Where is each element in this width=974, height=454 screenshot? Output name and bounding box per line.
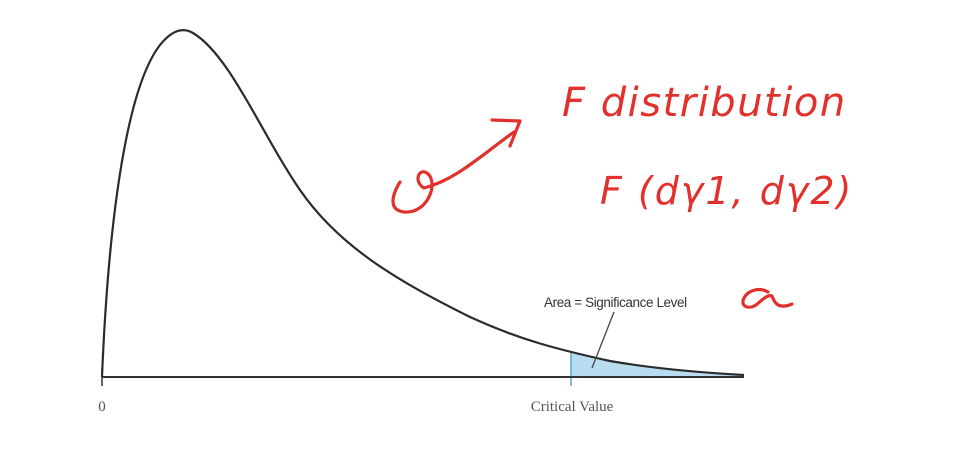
origin-label: 0: [98, 399, 106, 415]
area-label-pointer: [591, 311, 615, 369]
significance-area-label: Area = Significance Level: [544, 295, 687, 310]
hand-alpha-symbol: [741, 287, 794, 309]
hand-formula: F (dγ1, dγ2): [600, 169, 853, 213]
hand-arrow: [391, 130, 516, 214]
hand-arrowhead: [490, 118, 522, 148]
rejection-region-shade: [571, 352, 744, 377]
f-density-curve: [100, 29, 745, 378]
critical-value-label: Critical Value: [531, 399, 614, 415]
handwritten-annotations: α F distribution F (dγ1, dγ2): [391, 80, 853, 309]
hand-title: F distribution: [562, 80, 847, 126]
